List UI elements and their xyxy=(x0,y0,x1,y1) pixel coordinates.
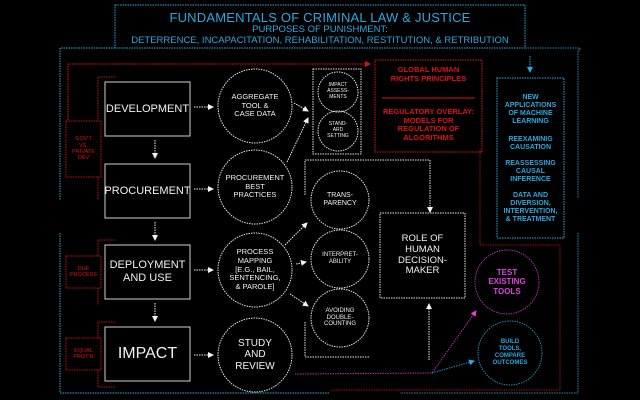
stage-box-deployment xyxy=(104,244,191,300)
activity-aggregate: Aggregate tool & case data xyxy=(231,92,279,119)
side-label-govt: Gov't vs. private dev xyxy=(72,136,95,162)
human-role: Role of human decision- maker xyxy=(397,232,448,277)
assessment-impact: Impact assess- ments xyxy=(327,82,349,100)
outer-blue-frame xyxy=(59,47,330,394)
label-box-due-process xyxy=(65,255,102,289)
assessment-circle-1 xyxy=(317,71,359,113)
outer-blue-frame-right xyxy=(400,47,581,394)
activity-process-mapping: Process Mapping [e.g., bail, sentencing,… xyxy=(229,247,281,291)
outcome-build: Build tools, compare outcomes xyxy=(492,339,528,366)
red-frame xyxy=(67,61,371,120)
value-transparency: Trans- parency xyxy=(323,191,357,207)
label-box-equal xyxy=(65,337,102,371)
bracket-impact xyxy=(97,321,115,388)
regulatory-overlay: Regulatory Overlay: Models for Regulatio… xyxy=(383,107,474,142)
value-circle-interpretability xyxy=(310,229,370,289)
activity-circle-aggregate xyxy=(217,68,293,144)
research-item: Reassessing causal inference xyxy=(505,160,556,184)
assessment-standard: Stand- ard setting xyxy=(327,121,349,139)
header-subtitle-2: Deterrence, Incapacitation, Rehabilitati… xyxy=(131,35,509,46)
outcome-test: Test existing tools xyxy=(488,268,526,296)
header-title: Fundamentals of Criminal Law & Justice xyxy=(169,10,471,25)
value-interpretability: Interpret- ability xyxy=(322,252,358,265)
red-frame-right xyxy=(330,150,561,391)
human-role-box xyxy=(379,212,466,299)
outcome-circle-build xyxy=(477,320,543,386)
header-subtitle-1: Purposes of Punishment: xyxy=(252,24,388,35)
assessment-box xyxy=(312,68,362,155)
research-box xyxy=(496,77,565,239)
stage-box-development xyxy=(104,81,191,137)
activity-study: Study and Review xyxy=(235,337,275,372)
stage-box-procurement xyxy=(104,163,191,219)
research-item: New applications of machine learning xyxy=(504,94,557,126)
stage-development: Development xyxy=(105,102,190,115)
teal-arrow xyxy=(431,359,475,374)
value-double-counting: Avoiding double- counting xyxy=(324,307,356,328)
stage-deployment: Deployment and Use xyxy=(109,259,186,284)
research-item: Reexaminig causation xyxy=(508,136,553,152)
values-box-bottom xyxy=(304,322,370,358)
activity-circle-process xyxy=(217,232,293,308)
label-box-govt xyxy=(65,120,102,178)
value-circle-transparency xyxy=(310,170,370,230)
magenta-line xyxy=(294,310,477,375)
assessment-circle-2 xyxy=(317,110,359,152)
header-box xyxy=(114,4,526,49)
side-label-due-process: Due process xyxy=(70,265,97,278)
values-box xyxy=(304,159,433,213)
research-item: Data and diversion, intervention, & trea… xyxy=(503,192,558,224)
stage-box-impact xyxy=(104,326,191,382)
activity-procurement: Procurement Best Practices xyxy=(225,173,285,200)
stage-procurement: Procurement xyxy=(104,184,191,197)
activity-circle-study xyxy=(217,317,293,393)
side-label-equal-protection: Equal prot'n xyxy=(73,347,94,360)
rights-box xyxy=(374,59,483,153)
value-circle-double-counting xyxy=(310,288,370,348)
outcome-circle-test xyxy=(474,249,540,315)
activity-circle-procurement xyxy=(217,149,293,225)
rights-principles: Global Human Rights Principles xyxy=(390,65,467,83)
stage-impact: Impact xyxy=(117,344,178,362)
